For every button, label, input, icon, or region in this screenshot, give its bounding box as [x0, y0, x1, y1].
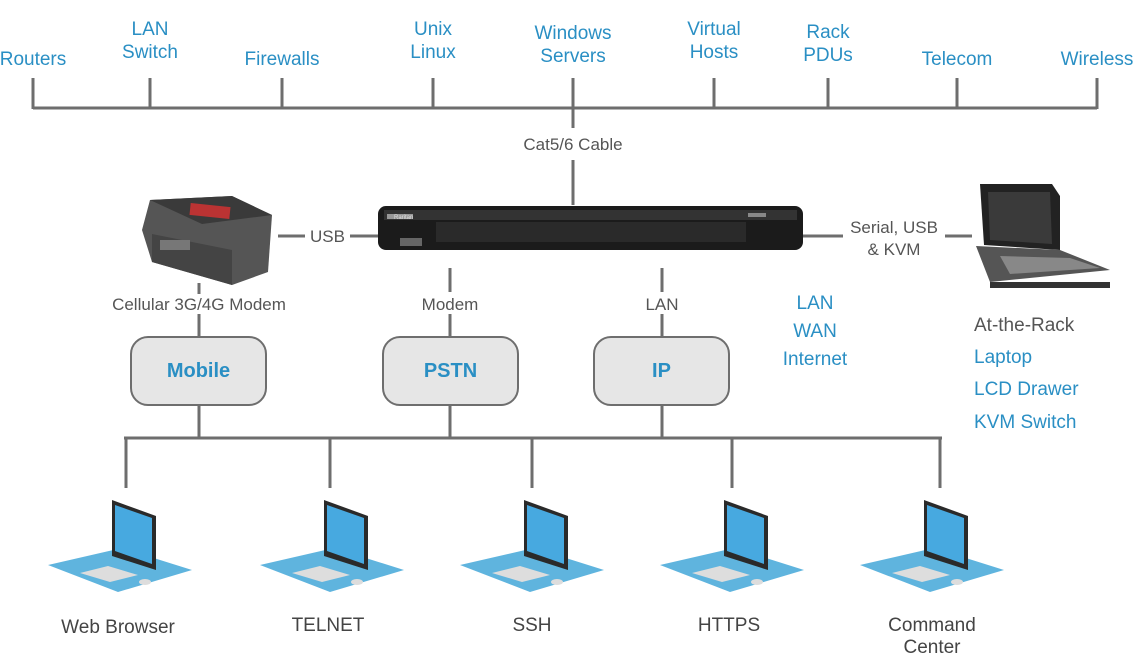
rack-item-laptop: Laptop: [974, 347, 1033, 368]
ip-type-lan: LAN: [796, 293, 834, 314]
device-label-unix-linux: Unix Linux: [410, 19, 456, 63]
device-label-rack-pdus: Rack PDUs: [803, 22, 853, 66]
rack-item-lcd-drawer: LCD Drawer: [974, 379, 1079, 400]
network-box-pstn: PSTN: [382, 336, 519, 406]
device-label-windows-servers: Windows Servers: [534, 23, 612, 67]
rack-item-kvm-switch: KVM Switch: [974, 412, 1077, 433]
network-box-ip: IP: [593, 336, 730, 406]
ip-type-internet: Internet: [782, 349, 848, 370]
client-label-web-browser: Web Browser: [61, 617, 175, 638]
client-label-command-center: Command Center: [888, 615, 976, 658]
device-label-virtual-hosts: Virtual Hosts: [687, 19, 741, 63]
workstation-2: [260, 500, 404, 592]
network-label-mobile: Mobile: [166, 359, 231, 382]
network-box-mobile: Mobile: [130, 336, 267, 406]
cellular-modem: [142, 196, 272, 285]
network-label-pstn: PSTN: [423, 359, 478, 382]
workstation-1: [48, 500, 192, 592]
ip-type-wan: WAN: [793, 321, 837, 342]
workstation-4: [660, 500, 804, 592]
modem-label: Modem: [421, 295, 479, 314]
lan-label: LAN: [645, 295, 679, 314]
connector-lines: [124, 234, 972, 488]
workstation-3: [460, 500, 604, 592]
device-label-lan-switch: LAN Switch: [122, 19, 178, 63]
client-label-telnet: TELNET: [291, 615, 365, 636]
network-label-ip: IP: [652, 359, 671, 382]
device-label-telecom: Telecom: [921, 49, 993, 70]
cellular-modem-label: Cellular 3G/4G Modem: [112, 295, 286, 314]
console-server: [378, 206, 803, 250]
workstation-5: [860, 500, 1004, 592]
client-label-https: HTTPS: [697, 615, 761, 636]
usb-label: USB: [310, 227, 345, 246]
cable-label: Cat5/6 Cable: [523, 135, 623, 154]
client-label-ssh: SSH: [512, 615, 552, 636]
device-label-wireless: Wireless: [1060, 49, 1134, 70]
device-label-firewalls: Firewalls: [244, 49, 320, 70]
serial-usb-kvm-label: Serial, USB & KVM: [850, 218, 938, 259]
lcd-drawer: [976, 184, 1110, 288]
console-server-brand: Raritan: [394, 215, 413, 221]
rack-access-title: At-the-Rack: [974, 315, 1075, 336]
device-bus: [31, 78, 1099, 205]
device-label-routers: Routers: [0, 49, 67, 70]
